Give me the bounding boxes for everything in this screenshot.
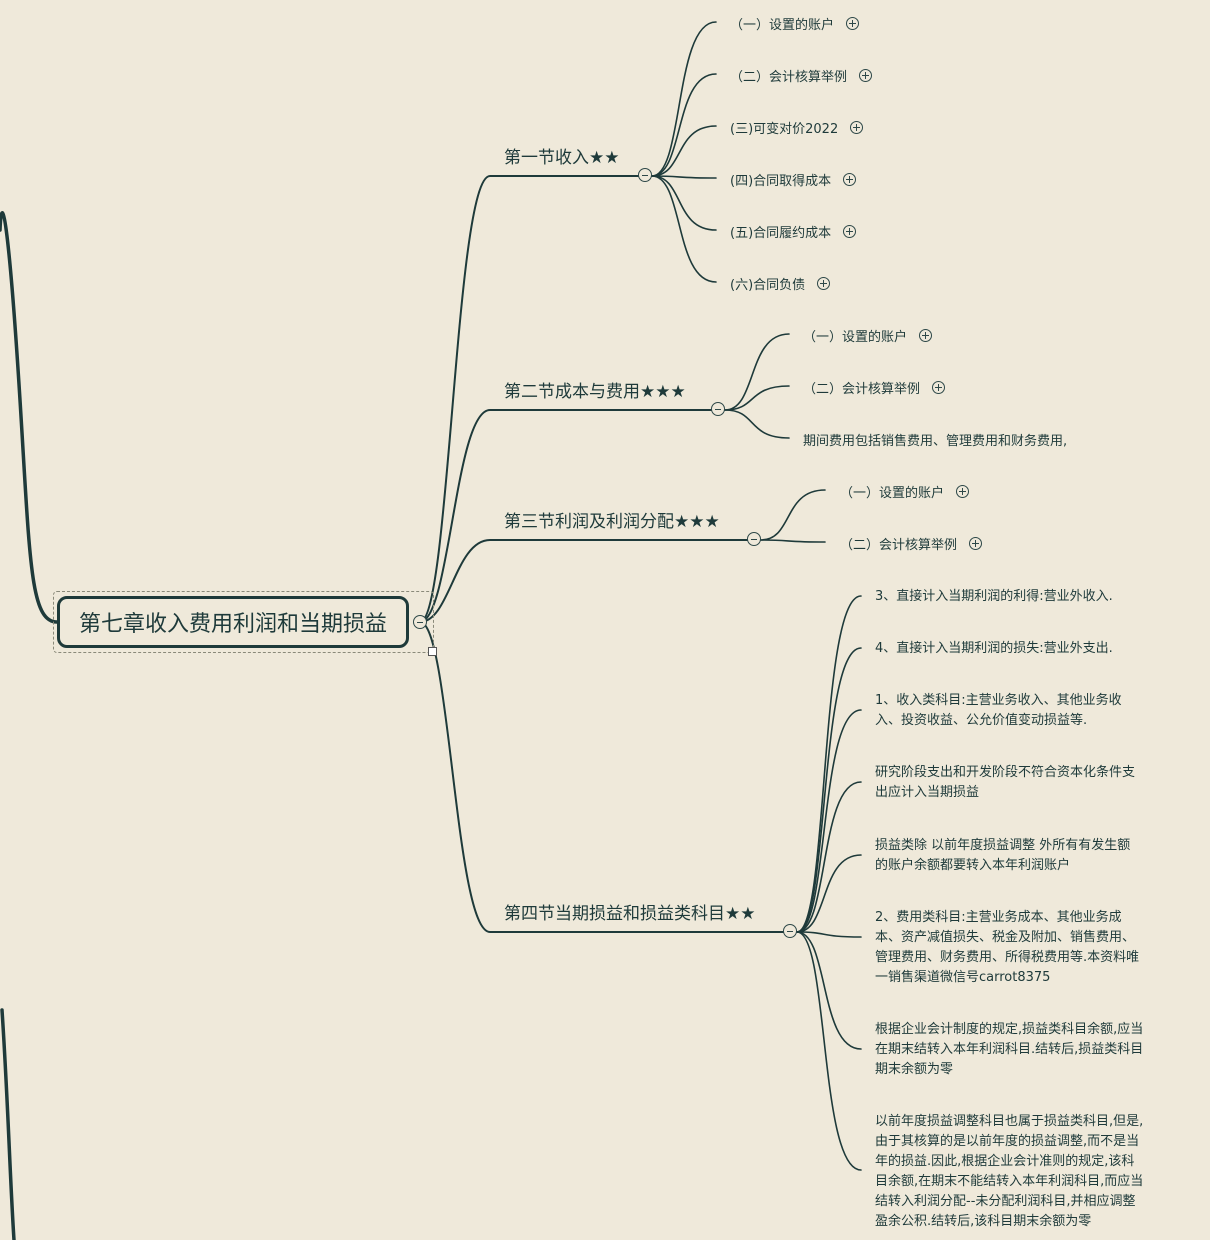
section-4-collapse-icon[interactable] (783, 924, 797, 938)
s2-leaf-1-label: （一）设置的账户 (803, 330, 908, 345)
resize-handle[interactable] (428, 647, 437, 656)
section-2-collapse-icon[interactable] (711, 402, 725, 416)
expand-icon[interactable] (956, 485, 970, 498)
s4-note-7[interactable]: 根据企业会计制度的规定,损益类科目余额,应当 在期末结转入本年利润科目.结转后,… (875, 1022, 1144, 1077)
s4-link-8 (796, 931, 862, 1171)
section-3-collapse-icon[interactable] (747, 532, 761, 546)
s1-leaf-2-label: （二）会计核算举例 (730, 70, 848, 85)
s1-leaf-2[interactable]: （二）会计核算举例 (730, 66, 873, 85)
s1-link-5 (651, 175, 717, 231)
offscreen-branch-lower (0, 1008, 16, 1240)
expand-icon[interactable] (859, 69, 873, 82)
s1-leaf-6[interactable]: (六)合同负债 (730, 274, 831, 293)
s1-leaf-3[interactable]: (三)可变对价2022 (730, 118, 864, 137)
expand-icon[interactable] (969, 537, 983, 550)
s4-note-2[interactable]: 4、直接计入当期利润的损失:营业外支出. (875, 641, 1113, 656)
s4-note-4[interactable]: 研究阶段支出和开发阶段不符合资本化条件支 出应计入当期损益 (875, 765, 1136, 800)
s3-leaf-1[interactable]: （一）设置的账户 (840, 482, 970, 501)
expand-icon[interactable] (817, 277, 831, 290)
section-4-label: 第四节当期损益和损益类科目★★ (504, 904, 756, 924)
s4-note-8[interactable]: 以前年度损益调整科目也属于损益类科目,但是, 由于其核算的是以前年度的损益调整,… (875, 1114, 1144, 1229)
expand-icon[interactable] (919, 329, 933, 342)
section-1-collapse-icon[interactable] (638, 168, 652, 182)
s1-link-4 (651, 175, 717, 179)
root-to-section-4 (419, 621, 786, 933)
root-topic-label: 第七章收入费用利润和当期损益 (78, 612, 387, 637)
s3-leaf-2[interactable]: （二）会计核算举例 (840, 534, 983, 553)
s1-leaf-1-label: （一）设置的账户 (730, 18, 835, 33)
s4-link-2 (796, 647, 862, 933)
s1-leaf-5-label: (五)合同履约成本 (730, 226, 832, 241)
s3-leaf-2-label: （二）会计核算举例 (840, 538, 958, 553)
s4-link-4 (796, 781, 862, 933)
s4-link-6 (796, 931, 862, 938)
s1-leaf-5[interactable]: (五)合同履约成本 (730, 222, 857, 241)
section-3-label: 第三节利润及利润分配★★★ (504, 512, 720, 532)
s1-link-1 (651, 21, 717, 177)
s4-link-1 (796, 595, 862, 933)
s2-leaf-3-label: 期间费用包括销售费用、管理费用和财务费用, (803, 434, 1068, 449)
s1-link-3 (651, 125, 717, 177)
section-4-topic[interactable]: 第四节当期损益和损益类科目★★ (504, 899, 755, 924)
s1-leaf-3-label: (三)可变对价2022 (730, 122, 839, 137)
s4-note-5[interactable]: 损益类除 以前年度损益调整 外所有有发生额 的账户余额都要转入本年利润账户 (875, 838, 1131, 873)
expand-icon[interactable] (932, 381, 946, 394)
s2-leaf-1[interactable]: （一）设置的账户 (803, 326, 933, 345)
root-to-section-2 (419, 409, 714, 623)
expand-icon[interactable] (843, 173, 857, 186)
root-to-section-3 (419, 539, 750, 623)
s4-note-6[interactable]: 2、费用类科目:主营业务成本、其他业务成 本、资产减值损失、税金及附加、销售费用… (875, 910, 1140, 985)
s4-link-5 (796, 854, 862, 933)
section-2-label: 第二节成本与费用★★★ (504, 382, 686, 402)
expand-icon[interactable] (846, 17, 860, 30)
s4-note-3[interactable]: 1、收入类科目:主营业务收入、其他业务收 入、投资收益、公允价值变动损益等. (875, 693, 1122, 728)
section-2-topic[interactable]: 第二节成本与费用★★★ (504, 377, 686, 402)
root-to-section-1 (419, 175, 641, 623)
s4-link-7 (796, 931, 862, 1050)
s2-leaf-2-label: （二）会计核算举例 (803, 382, 921, 397)
s1-link-6 (651, 175, 717, 283)
offscreen-branch-upper (0, 211, 59, 624)
root-topic[interactable]: 第七章收入费用利润和当期损益 (57, 596, 409, 648)
s4-note-1[interactable]: 3、直接计入当期利润的利得:营业外收入. (875, 589, 1113, 604)
section-3-topic[interactable]: 第三节利润及利润分配★★★ (504, 507, 720, 532)
s1-link-2 (651, 73, 717, 177)
s1-leaf-4-label: (四)合同取得成本 (730, 174, 832, 189)
s1-leaf-1[interactable]: （一）设置的账户 (730, 14, 860, 33)
s3-link-1 (760, 489, 826, 541)
s2-leaf-2[interactable]: （二）会计核算举例 (803, 378, 946, 397)
section-1-topic[interactable]: 第一节收入★★ (504, 143, 619, 168)
s2-link-3 (724, 409, 790, 439)
s4-link-3 (796, 709, 862, 933)
s2-leaf-3[interactable]: 期间费用包括销售费用、管理费用和财务费用, (803, 430, 1067, 449)
s1-leaf-4[interactable]: (四)合同取得成本 (730, 170, 857, 189)
s3-link-2 (760, 539, 826, 543)
s2-link-2 (724, 385, 790, 411)
s2-link-1 (724, 333, 790, 411)
expand-icon[interactable] (843, 225, 857, 238)
section-1-label: 第一节收入★★ (504, 148, 620, 168)
s1-leaf-6-label: (六)合同负债 (730, 278, 806, 293)
s3-leaf-1-label: （一）设置的账户 (840, 486, 945, 501)
expand-icon[interactable] (850, 121, 864, 134)
root-selection-frame (53, 591, 434, 653)
root-collapse-icon[interactable] (413, 615, 427, 629)
